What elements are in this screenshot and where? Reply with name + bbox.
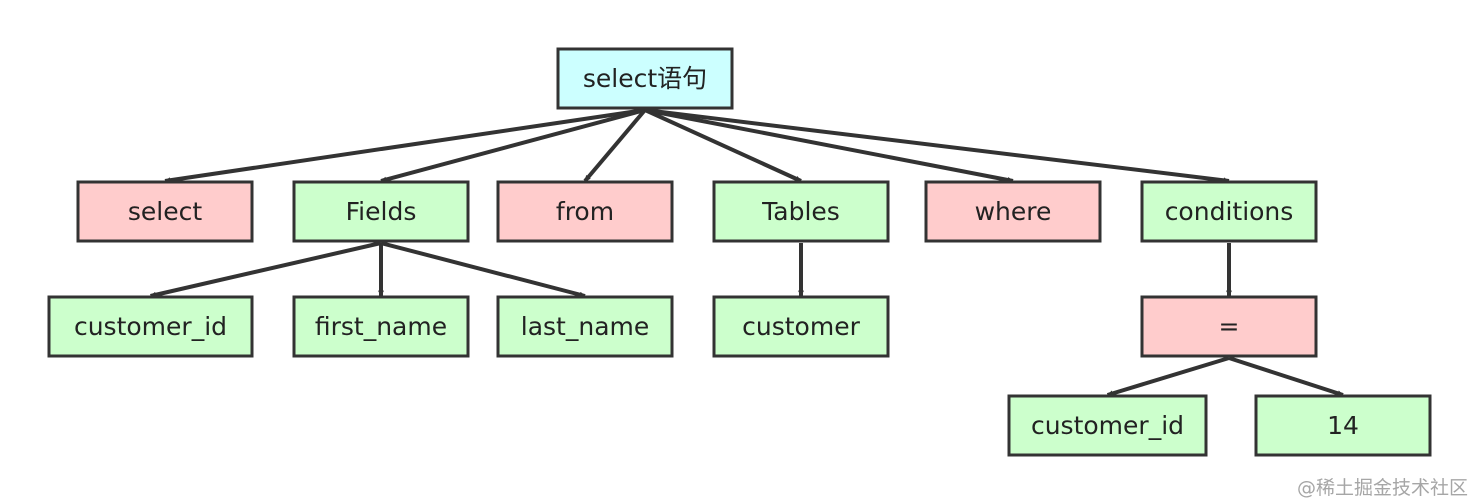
node-table-customer: customer: [712, 295, 890, 358]
node-box: [496, 180, 674, 243]
node-box: [556, 47, 734, 110]
node-label: from: [556, 197, 614, 226]
node-box: [292, 180, 470, 243]
node-eq-op: =: [1140, 295, 1318, 358]
edge-eq-op-to-cond-customer-id: [1106, 356, 1230, 397]
node-tables: Tables: [712, 180, 890, 243]
watermark-text: @稀土掘金技术社区: [1296, 477, 1468, 499]
node-box: [712, 295, 890, 358]
node-label: where: [975, 197, 1052, 226]
edge-root-to-fields: [380, 108, 646, 183]
node-fields: Fields: [292, 180, 470, 243]
edges-layer: [149, 108, 1344, 397]
node-root: select语句: [556, 47, 734, 110]
edge-root-to-from-kw: [583, 108, 647, 183]
node-label: last_name: [521, 312, 650, 341]
node-conditions: conditions: [1140, 180, 1318, 243]
node-label: customer_id: [1031, 411, 1184, 440]
node-field-last-name: last_name: [496, 295, 674, 358]
node-label: customer: [742, 312, 860, 341]
node-box: [47, 295, 254, 358]
edge-root-to-where-kw: [644, 108, 1014, 183]
node-box: [496, 295, 674, 358]
node-label: =: [1219, 312, 1240, 341]
node-cond-value: 14: [1254, 394, 1432, 457]
edge-root-to-conditions: [644, 108, 1230, 184]
edge-eq-op-to-cond-value: [1228, 356, 1344, 397]
node-box: [292, 295, 470, 358]
node-label: select: [128, 197, 202, 226]
node-field-first-name: first_name: [292, 295, 470, 358]
nodes-layer: select语句 select Fields from Tables where condi…: [47, 47, 1432, 457]
node-label: 14: [1327, 411, 1359, 440]
edge-root-to-tables: [644, 108, 802, 183]
edge-fields-to-field-customer-id: [149, 241, 382, 298]
node-label: customer_id: [74, 312, 227, 341]
node-select-kw: select: [76, 180, 254, 243]
edge-fields-to-field-last-name: [380, 241, 586, 298]
node-cond-customer-id: customer_id: [1007, 394, 1208, 457]
node-label: first_name: [315, 312, 447, 341]
node-where-kw: where: [924, 180, 1102, 243]
node-box: [924, 180, 1102, 243]
node-box: [1140, 180, 1318, 243]
node-label: Tables: [761, 197, 840, 226]
node-box: [1254, 394, 1432, 457]
node-box: [1140, 295, 1318, 358]
node-label: Fields: [346, 197, 417, 226]
node-from-kw: from: [496, 180, 674, 243]
node-box: [712, 180, 890, 243]
node-label: select语句: [583, 64, 707, 93]
node-box: [76, 180, 254, 243]
node-box: [1007, 394, 1208, 457]
node-field-customer-id: customer_id: [47, 295, 254, 358]
node-label: conditions: [1165, 197, 1294, 226]
edge-root-to-select-kw: [164, 108, 646, 184]
